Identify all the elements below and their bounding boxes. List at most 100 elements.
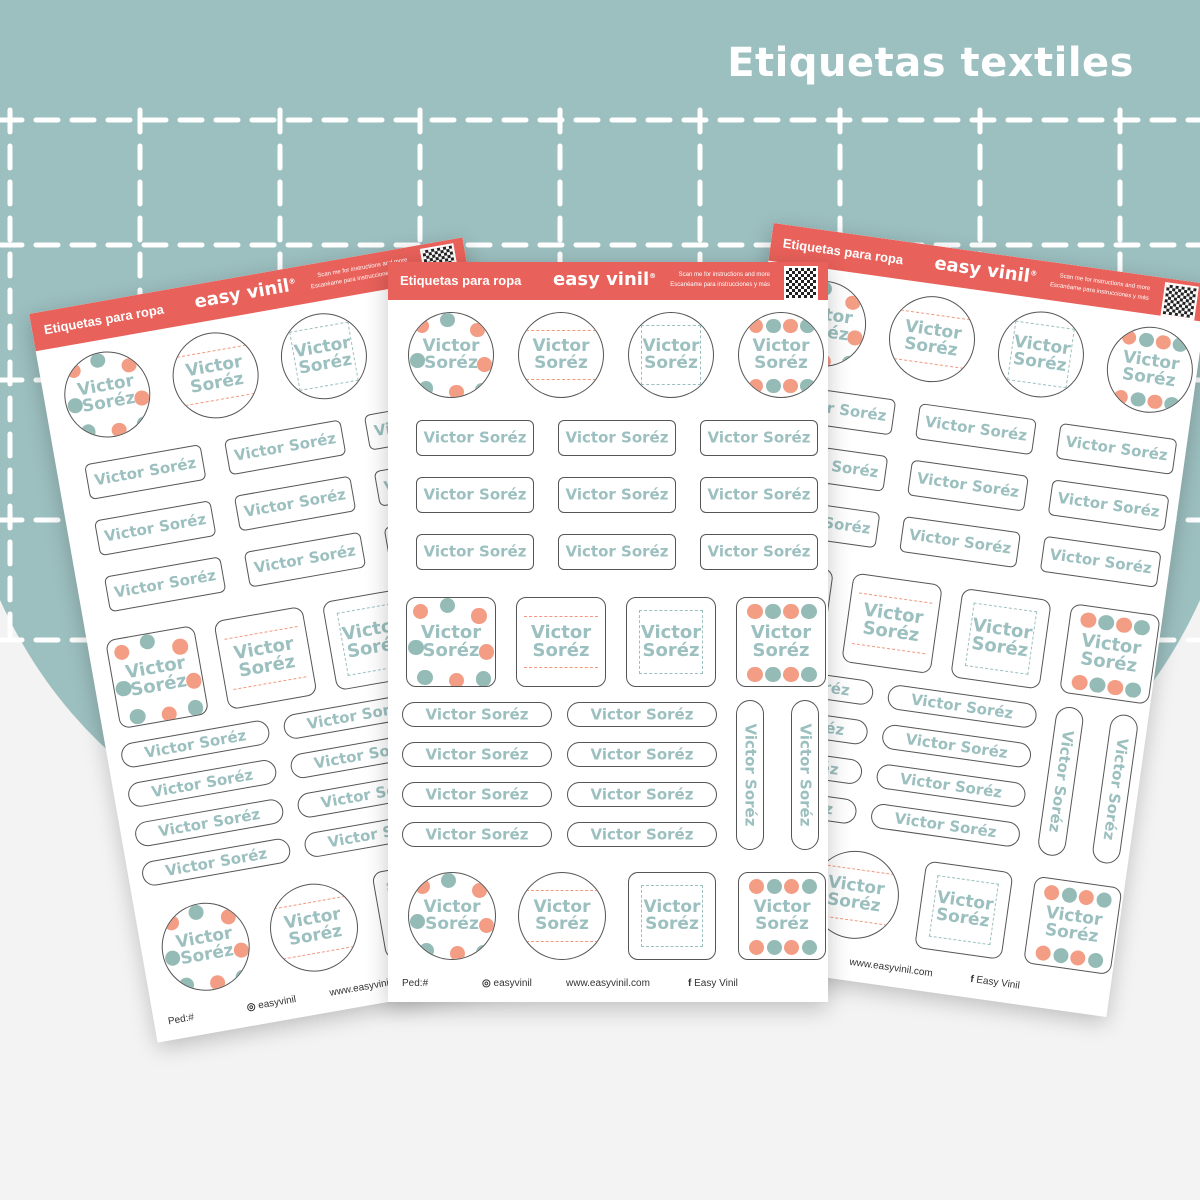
label-name-text: Victor Soréz	[923, 412, 1029, 445]
scan-text-en: Scan me for instructions and more	[678, 272, 770, 278]
rect-label: Victor Soréz	[233, 475, 357, 532]
dot	[800, 318, 816, 334]
dot	[1079, 611, 1098, 629]
dot	[128, 707, 147, 726]
rect-label: Victor Soréz	[914, 403, 1037, 456]
dot	[441, 873, 457, 888]
page-title: Etiquetas textiles	[727, 40, 1134, 86]
vertical-pill-label: Victor Soréz	[791, 700, 819, 850]
rect-label: Victor Soréz	[700, 420, 818, 456]
dot	[1112, 388, 1130, 406]
dot	[801, 878, 817, 894]
label-name-text: Victor Soréz	[565, 485, 669, 504]
website-link: www.easyvinil.com	[849, 957, 934, 980]
label-name-text: Victor Soréz	[1048, 545, 1153, 578]
dot	[471, 608, 487, 624]
label-name-text: Victor Soréz	[252, 541, 358, 577]
name-line1: Victor	[642, 336, 700, 356]
rect-label: Victor Soréz	[94, 500, 217, 557]
dot	[766, 378, 781, 394]
rect-label: Victor Soréz	[1039, 535, 1162, 588]
dot	[440, 313, 455, 328]
dot	[1052, 947, 1070, 965]
dot	[89, 352, 107, 369]
dashed-lines	[525, 890, 599, 942]
dot	[1172, 336, 1189, 353]
rect-label: Victor Soréz	[223, 419, 347, 476]
dot	[474, 383, 490, 397]
pill-label: Victor Soréz	[869, 802, 1022, 849]
pill-label: Victor Soréz	[567, 742, 717, 767]
facebook-page: f Easy Vinil	[688, 978, 738, 989]
dot	[801, 666, 817, 683]
pill-label: Victor Soréz	[402, 822, 552, 847]
dot	[784, 940, 800, 956]
pill-label: Victor Soréz	[402, 782, 552, 807]
label-name-text: Victor Soréz	[163, 843, 269, 880]
dot	[783, 378, 798, 394]
dot	[1087, 952, 1104, 970]
label-name-text: Victor Soréz	[149, 765, 255, 801]
name-line2: Soréz	[644, 353, 698, 373]
dot	[766, 878, 782, 894]
instagram-handle-text: easyvinil	[257, 993, 298, 1012]
dot	[1069, 949, 1087, 967]
label-name-text: Victor Soréz	[590, 785, 694, 803]
dot	[766, 940, 782, 956]
label-name-text: Victor Soréz	[907, 525, 1013, 558]
dot	[470, 322, 486, 338]
dot	[1124, 681, 1142, 699]
label-name-text: Victor Soréz	[915, 469, 1021, 502]
label-name-text: Victor Soréz	[156, 804, 262, 841]
pill-label: Victor Soréz	[140, 836, 293, 888]
dot	[448, 384, 464, 397]
website-link-text: www.easyvinil.com	[848, 956, 934, 980]
label-name-text: Victor Soréz	[590, 825, 694, 843]
dot	[1138, 331, 1155, 349]
instagram-handle: ◎ easyvinil	[246, 994, 297, 1013]
dot	[476, 944, 492, 959]
facebook-page-text: Easy Vinil	[975, 974, 1021, 992]
label-name-text: Victor Soréz	[142, 725, 248, 762]
dashed-frame	[640, 324, 702, 386]
dot	[783, 603, 799, 620]
dot	[1106, 678, 1124, 697]
name-line1: Victor	[752, 336, 810, 356]
rect-label: Victor Soréz	[243, 531, 367, 588]
dot	[1121, 329, 1138, 346]
label-name-text: Victor Soréz	[590, 705, 694, 723]
dot	[765, 666, 781, 683]
label-name-text: Victor Soréz	[565, 542, 669, 561]
dot	[478, 918, 494, 934]
label-name-text: Victor Soréz	[242, 485, 348, 521]
name-line1: Victor	[640, 622, 702, 643]
order-number-text: Ped:#	[402, 978, 429, 989]
rect-label: Victor Soréz	[558, 534, 676, 570]
dot	[765, 603, 781, 620]
dot	[1088, 676, 1107, 694]
qr-code-icon	[1160, 282, 1199, 321]
dot	[478, 644, 494, 660]
dot	[1133, 619, 1151, 637]
label-name-text: Victor Soréz	[425, 705, 529, 723]
dot	[1129, 391, 1147, 408]
label-name-text: Victor Soréz	[93, 453, 198, 490]
dot	[749, 940, 765, 956]
dot	[162, 913, 180, 932]
label-name-text: Victor Soréz	[423, 485, 527, 504]
brand-mark: ®	[649, 272, 657, 280]
name-line1: Victor	[530, 622, 592, 643]
dot	[801, 603, 817, 620]
